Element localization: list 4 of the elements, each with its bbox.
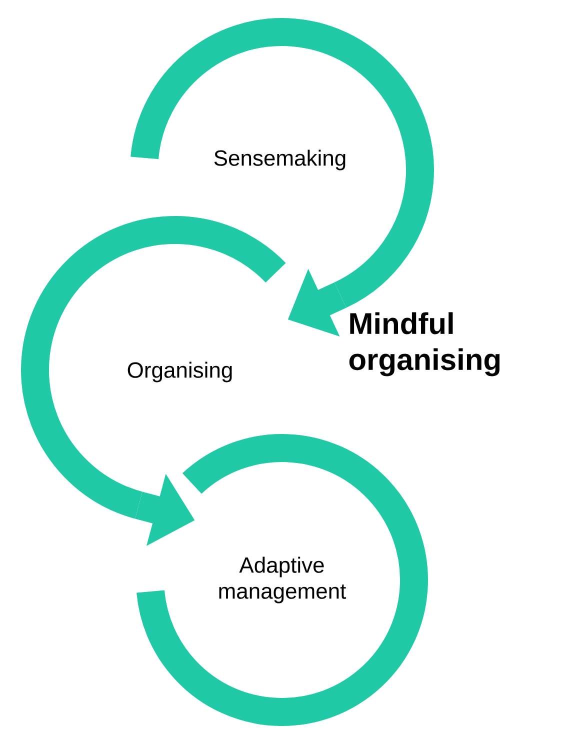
circular-arrow-ring: Adaptive management — [136, 434, 428, 726]
circular-arrow-ring: Sensemaking — [130, 18, 434, 308]
circular-arrow-ring: Organising — [21, 216, 286, 519]
heading: Mindful organising — [349, 312, 500, 376]
